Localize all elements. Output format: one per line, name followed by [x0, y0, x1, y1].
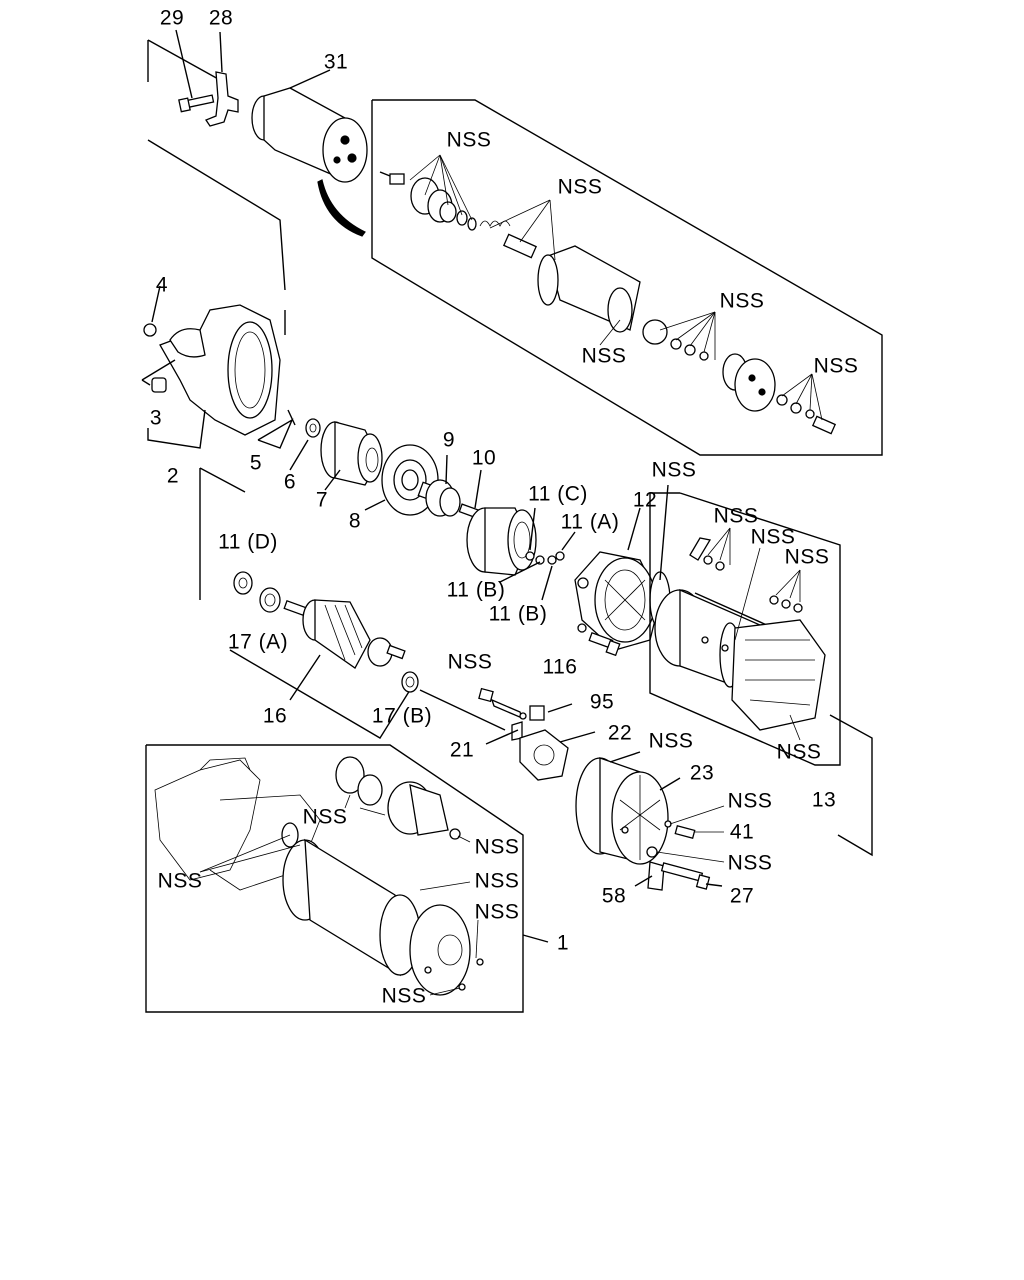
solenoid-internals-box — [371, 99, 883, 456]
callout-95: 95 — [589, 690, 615, 714]
callout-7: 7 — [315, 488, 329, 512]
gear-shaft-9-10 — [417, 454, 537, 576]
center-housing-12 — [574, 484, 671, 651]
callout-6: 6 — [283, 470, 297, 494]
callout-nss-solenoid-2: NSS — [557, 175, 603, 199]
callout-nss-23a: NSS — [727, 789, 773, 813]
front-housing-2 — [141, 285, 281, 449]
solenoid-nss-leaders — [409, 154, 823, 421]
callout-28: 28 — [208, 6, 234, 30]
callout-11b-2: 11 (B) — [488, 602, 548, 626]
callout-11a: 11 (A) — [560, 510, 620, 534]
callout-13: 13 — [811, 788, 837, 812]
callout-nss-assembly-1: NSS — [302, 805, 348, 829]
yoke-box-13 — [649, 492, 873, 857]
callout-nss-solenoid-4: NSS — [581, 344, 627, 368]
solenoid-group-frame — [147, 39, 286, 335]
solenoid-31 — [251, 69, 368, 237]
parts-5-6 — [257, 409, 321, 471]
callout-nss-assembly-6: NSS — [381, 984, 427, 1008]
callout-nss-95: NSS — [447, 650, 493, 674]
callout-17b: 17 (B) — [371, 704, 433, 728]
bolt-116 — [588, 631, 621, 657]
callout-11c: 11 (C) — [528, 482, 588, 506]
callout-8: 8 — [348, 509, 362, 533]
callout-nss-solenoid-1: NSS — [446, 128, 492, 152]
brush-parts-21-22-95 — [419, 687, 596, 781]
callout-27: 27 — [729, 884, 755, 908]
bolt-29 — [175, 29, 215, 113]
callout-29: 29 — [159, 6, 185, 30]
callout-21: 21 — [449, 738, 475, 762]
end-cover-22-23 — [575, 751, 725, 891]
clutch-7 — [320, 421, 383, 491]
callout-12: 12 — [632, 488, 658, 512]
callout-4: 4 — [155, 273, 169, 297]
callout-10: 10 — [471, 446, 497, 470]
callout-17a: 17 (A) — [227, 630, 289, 654]
callout-58: 58 — [601, 884, 627, 908]
callout-1: 1 — [556, 931, 570, 955]
callout-nss-12: NSS — [651, 458, 697, 482]
callout-nss-22: NSS — [648, 729, 694, 753]
callout-nss-assembly-2: NSS — [474, 835, 520, 859]
callout-nss-brush-4: NSS — [776, 740, 822, 764]
callout-11d: 11 (D) — [218, 530, 278, 554]
callout-3: 3 — [149, 406, 163, 430]
callout-nss-brush-1: NSS — [713, 504, 759, 528]
callout-22: 22 — [607, 721, 633, 745]
callout-31: 31 — [323, 50, 349, 74]
callout-nss-assembly-4: NSS — [474, 869, 520, 893]
yoke-13 — [654, 527, 826, 741]
callout-9: 9 — [442, 428, 456, 452]
armature-16 — [199, 467, 419, 739]
callout-nss-assembly-3: NSS — [157, 869, 203, 893]
callout-23: 23 — [689, 761, 715, 785]
callout-41: 41 — [729, 820, 755, 844]
callout-nss-solenoid-3: NSS — [719, 289, 765, 313]
callout-2: 2 — [166, 464, 180, 488]
bracket-28 — [205, 31, 239, 127]
callout-nss-23b: NSS — [727, 851, 773, 875]
starter-assembly-1 — [154, 756, 484, 996]
washers-11 — [499, 507, 576, 601]
callout-16: 16 — [262, 704, 288, 728]
callout-116: 116 — [542, 655, 578, 679]
callout-11b-1: 11 (B) — [446, 578, 506, 602]
solenoid-internal-parts — [379, 171, 837, 435]
callout-nss-assembly-5: NSS — [474, 900, 520, 924]
callout-nss-brush-2: NSS — [750, 525, 796, 549]
callout-nss-brush-3: NSS — [784, 545, 830, 569]
callout-nss-solenoid-5: NSS — [813, 354, 859, 378]
assembly-box-1 — [145, 744, 549, 1013]
callout-5: 5 — [249, 451, 263, 475]
